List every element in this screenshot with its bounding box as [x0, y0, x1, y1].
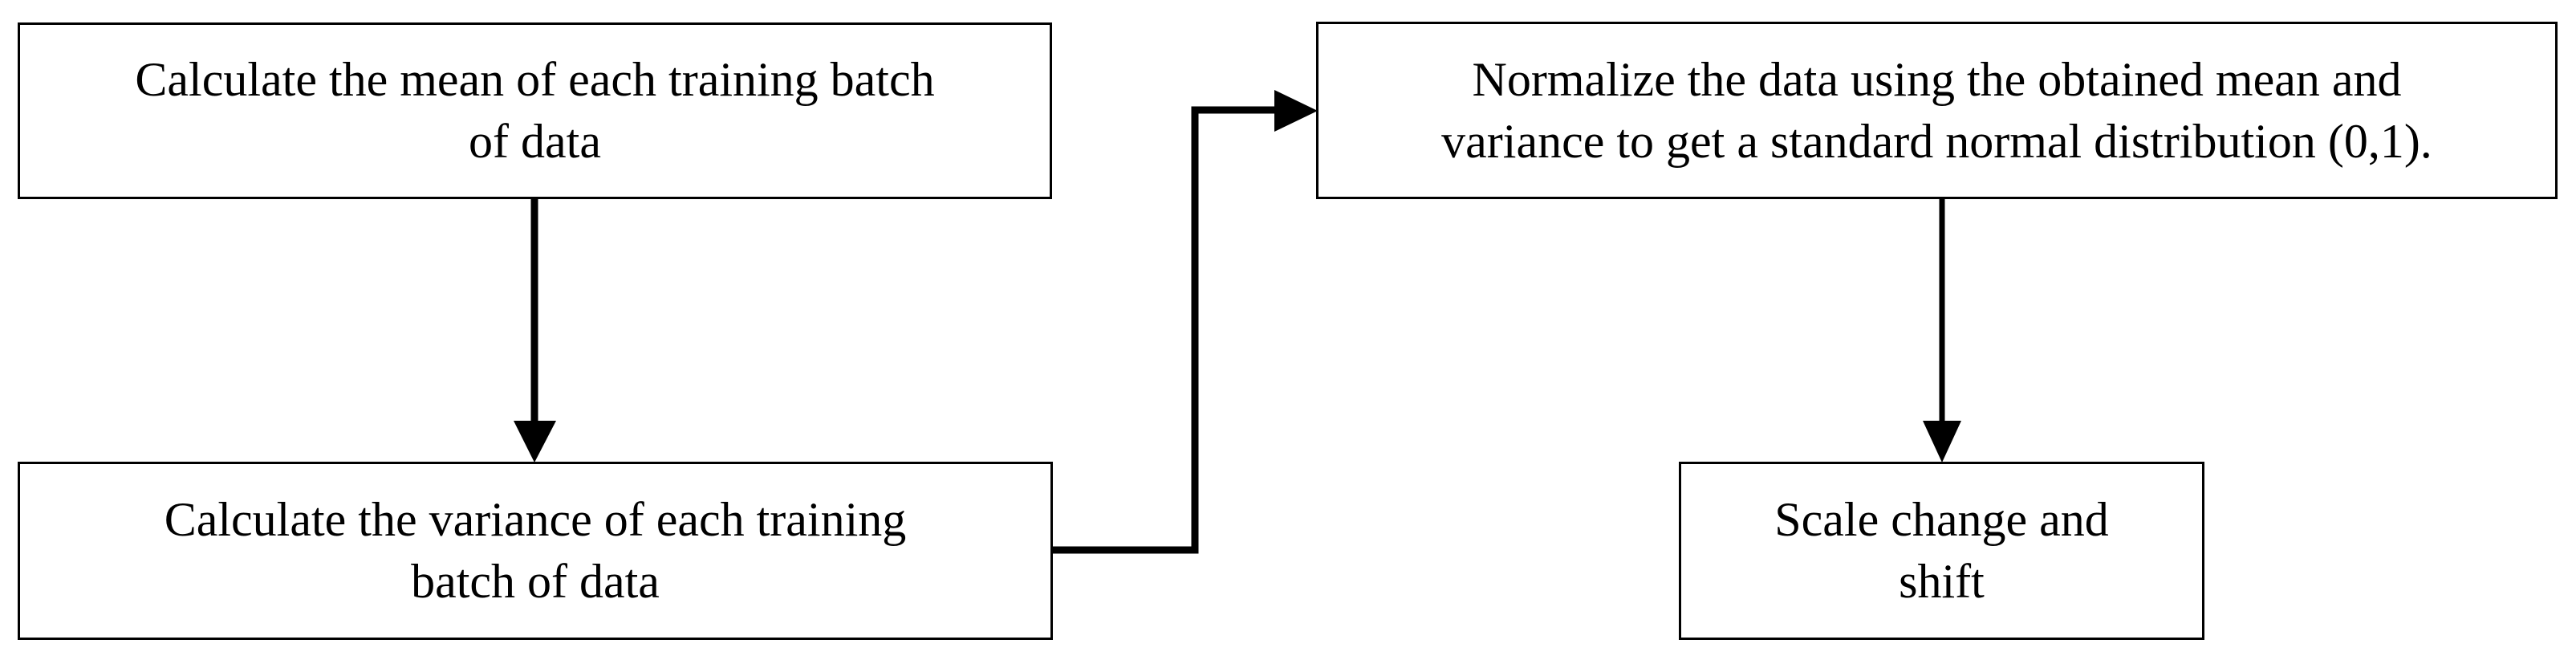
node-calculate-mean[interactable]: Calculate the mean of each training batc… — [18, 22, 1052, 199]
node-calculate-variance[interactable]: Calculate the variance of each training … — [18, 462, 1053, 640]
edge-normalize-to-scale-shift — [1923, 199, 1961, 462]
node-calculate-variance-label: Calculate the variance of each training … — [164, 493, 907, 608]
edge-variance-to-normalize — [1050, 90, 1318, 554]
node-scale-change-and-shift[interactable]: Scale change and shift — [1679, 462, 2204, 640]
arrowhead-right-icon — [1274, 90, 1318, 132]
node-calculate-mean-label: Calculate the mean of each training batc… — [135, 53, 935, 168]
node-normalize-data[interactable]: Normalize the data using the obtained me… — [1316, 22, 2558, 199]
arrowhead-down-icon — [1923, 421, 1961, 462]
node-scale-change-and-shift-label: Scale change and shift — [1774, 493, 2109, 608]
arrowhead-down-icon — [514, 421, 556, 462]
node-normalize-data-label: Normalize the data using the obtained me… — [1441, 52, 2432, 168]
edge-mean-to-variance — [514, 199, 556, 462]
